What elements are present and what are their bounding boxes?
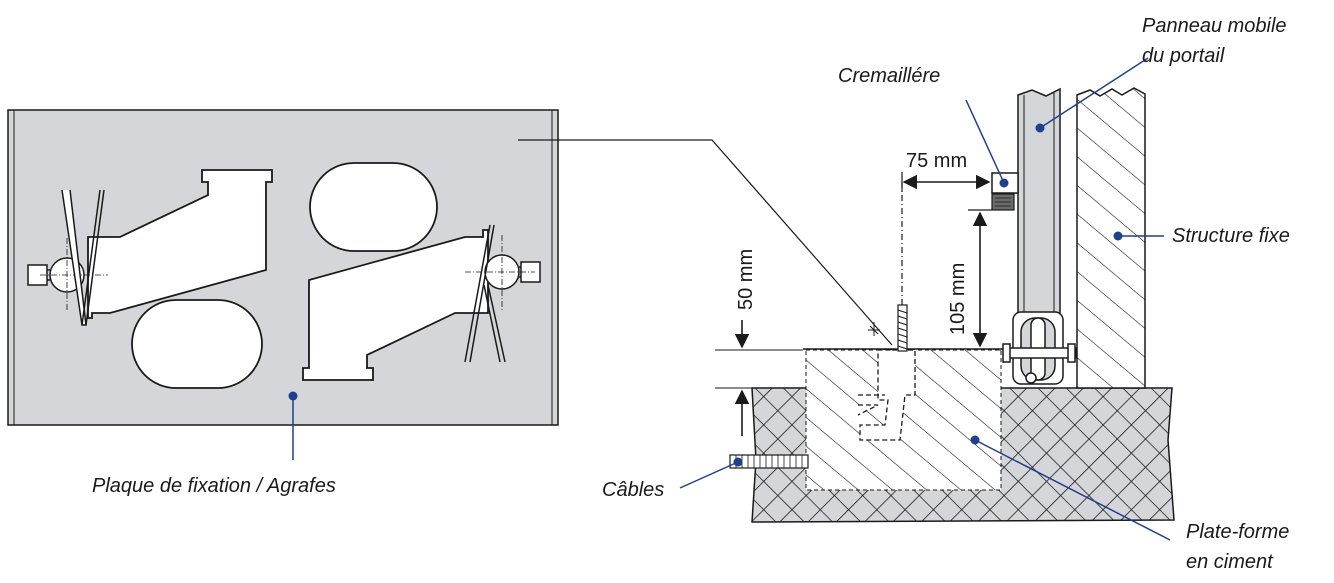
wheel-assembly [1002,311,1077,385]
plate-to-anchor-leader [518,139,893,346]
cable-conduit [729,454,809,469]
lower-slot [131,299,263,389]
cremaillere-leader [965,99,1009,188]
dim-75 [901,172,991,192]
rack [991,172,1019,211]
panneau-label-line1: Panneau mobile [1142,15,1287,37]
dim-105-label: 105 mm [947,263,969,335]
right-clip-bracket [302,229,489,381]
structure-fixe-label: Structure fixe [1172,225,1290,247]
plateforme-label-line1: Plate-forme [1186,521,1289,543]
plateforme-leader [970,435,1171,541]
left-bolt [27,189,108,326]
dim-50 [715,320,803,436]
cables-label: Câbles [602,479,664,501]
panneau-leader [1035,57,1149,133]
threaded-rod [868,182,908,352]
buried-anchor [857,349,916,441]
left-clip-bracket [87,169,273,319]
mounting-plate [7,109,559,426]
plaque-leader [288,391,298,460]
plaque-label: Plaque de fixation / Agrafes [92,475,336,497]
structure-leader [1113,231,1164,241]
panneau-label-line2: du portail [1142,45,1225,67]
dim-75-label: 75 mm [906,150,967,172]
fixed-structure [1076,87,1146,389]
cables-leader [679,457,743,489]
gate-panel [1017,87,1061,316]
right-bolt [464,224,541,363]
upper-slot [309,162,438,252]
dim-105 [968,209,992,348]
cremaillere-label: Cremaillére [838,65,940,87]
plateforme-label-line2: en ciment [1186,551,1274,573]
dim-50-label: 50 mm [735,249,757,310]
